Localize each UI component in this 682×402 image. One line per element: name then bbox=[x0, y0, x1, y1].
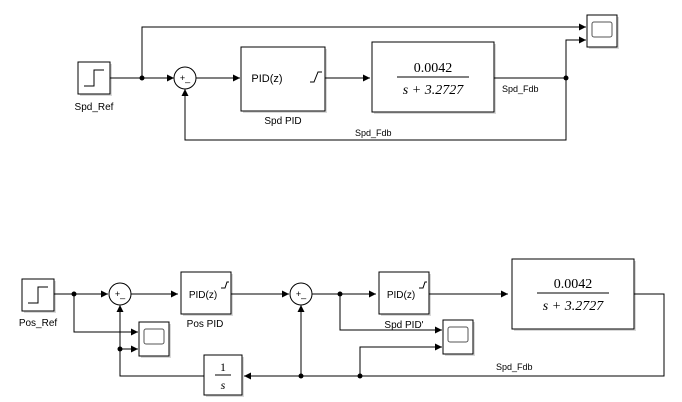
saturation-icon bbox=[310, 71, 322, 83]
sum-signs: +_ bbox=[115, 289, 126, 299]
pid-text: PID(z) bbox=[387, 290, 415, 301]
integrator-denominator: s bbox=[221, 378, 226, 392]
pid-text: PID(z) bbox=[251, 73, 282, 85]
pos-ref-step-block[interactable] bbox=[21, 278, 56, 313]
step-icon bbox=[84, 69, 104, 87]
top-scope-block[interactable] bbox=[586, 14, 619, 49]
tf-denominator: s + 3.2727 bbox=[543, 299, 604, 314]
spd-ref-label: Spd_Ref bbox=[75, 102, 114, 113]
spd-ref-step-block[interactable] bbox=[77, 61, 112, 96]
spd-sum-block[interactable]: +_ bbox=[289, 282, 313, 306]
integrator-numerator: 1 bbox=[220, 360, 226, 374]
pos-scope-block[interactable] bbox=[138, 321, 171, 358]
tf-numerator: 0.0042 bbox=[414, 61, 453, 76]
output-signal-label: Spd_Fdb bbox=[502, 84, 539, 94]
scope-icon bbox=[447, 326, 469, 343]
spd-pid-prime-block[interactable]: PID(z) bbox=[378, 271, 431, 316]
pos-ref-label: Pos_Ref bbox=[19, 318, 58, 329]
tf-numerator: 0.0042 bbox=[554, 277, 593, 292]
pos-pid-label: Pos PID bbox=[187, 319, 224, 330]
pos-pid-block[interactable]: PID(z) bbox=[180, 271, 233, 316]
sum-signs: +_ bbox=[180, 73, 191, 83]
integrator-block[interactable]: 1 s bbox=[203, 354, 244, 397]
top-diagram: Spd_Ref +_ PID(z) Spd PID 0.0042 bbox=[75, 14, 619, 141]
spd-pid-block[interactable]: PID(z) bbox=[240, 46, 327, 113]
top-sum-block[interactable]: +_ bbox=[173, 66, 197, 90]
spd-pid-label: Spd PID bbox=[264, 116, 301, 127]
top-transfer-fcn-block[interactable]: 0.0042 s + 3.2727 bbox=[371, 41, 496, 114]
bottom-transfer-fcn-block[interactable]: 0.0042 s + 3.2727 bbox=[511, 258, 636, 331]
saturation-icon bbox=[419, 281, 427, 289]
pos-sum-block[interactable]: +_ bbox=[108, 282, 132, 306]
sum-signs: +_ bbox=[296, 289, 307, 299]
scope-icon bbox=[591, 21, 613, 38]
spd-pid-prime-label: Spd PID' bbox=[384, 320, 423, 331]
feedback-label: Spd_Fdb bbox=[355, 128, 392, 138]
spd-scope-block[interactable] bbox=[442, 319, 475, 356]
scope-icon bbox=[143, 328, 165, 345]
pid-text: PID(z) bbox=[189, 290, 217, 301]
step-icon bbox=[28, 286, 48, 304]
feedback-label: Spd_Fdb bbox=[496, 362, 533, 372]
saturation-icon bbox=[221, 281, 229, 289]
tf-denominator: s + 3.2727 bbox=[403, 83, 464, 98]
bottom-diagram: Pos_Ref +_ PID(z) Pos PID +_ bbox=[19, 258, 665, 397]
